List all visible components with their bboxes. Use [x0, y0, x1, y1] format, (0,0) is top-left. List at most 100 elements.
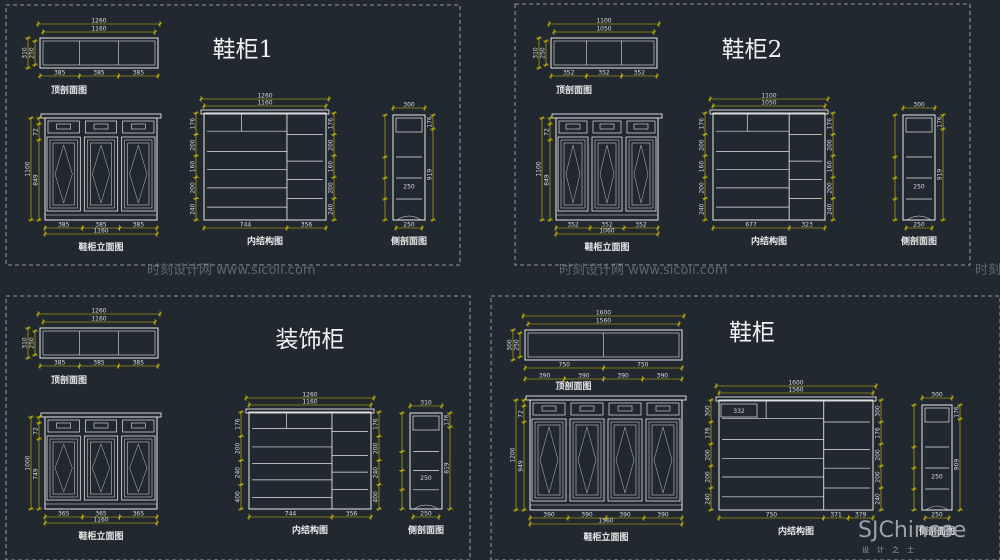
cabinet-door: [625, 136, 657, 212]
cabinet-door: [591, 136, 623, 212]
side-top-dim: 300: [391, 102, 427, 111]
dimension-label: 390: [543, 512, 555, 519]
side-left-dims: [911, 403, 917, 512]
dimension-label: 176: [875, 427, 882, 439]
dimension-label: 352: [634, 70, 646, 77]
elevation-caption: 鞋柜立面图: [584, 241, 629, 253]
dimension-label: 385: [93, 70, 105, 77]
dimension-label: 400: [235, 491, 242, 503]
panel-title: 鞋柜1: [213, 37, 274, 63]
dimension-label: 400: [373, 491, 380, 503]
elevation-height-dim: 1000: [25, 415, 34, 511]
interior-inner-dim: 1160: [202, 100, 328, 109]
dimension-label: 1060: [599, 228, 614, 235]
dimension-label: 200: [373, 442, 380, 454]
elevation-total-dim: 1560: [528, 518, 684, 527]
dimension-label: 385: [54, 70, 66, 77]
dimension-label: 200: [705, 471, 712, 483]
elevation-total-dim: 1160: [43, 517, 159, 526]
elevation-height-dim: 1200: [510, 398, 519, 512]
dimension-label: 750: [766, 512, 778, 519]
interior-top: [709, 109, 829, 115]
top-view-depth-dim: 310: [22, 36, 31, 70]
panel-title: 鞋柜: [729, 320, 775, 346]
dimension-label: 200: [235, 442, 242, 454]
dimension-label: 176: [827, 118, 834, 130]
dimension-label: 250: [913, 222, 925, 229]
top-view-inner-dim: 1560: [526, 318, 681, 327]
dimension-label: 365: [95, 511, 107, 518]
dimension-label: 1160: [302, 399, 317, 406]
dimension-label: 1600: [596, 310, 611, 317]
dimension-label: 1100: [25, 161, 32, 176]
drawer: [608, 402, 642, 416]
dimension-label: 1560: [598, 518, 613, 525]
interior-box-label: 332: [733, 408, 745, 415]
side-top-dim: 300: [901, 102, 937, 111]
dimension-label: 919: [427, 169, 434, 181]
dimension-label: 365: [133, 511, 145, 518]
dimension-label: 744: [240, 222, 252, 229]
dimension-label: 160: [699, 161, 706, 173]
dimension-label: 677: [745, 222, 757, 229]
side-bottom-dim: 250: [411, 511, 441, 520]
interior-overall-dim: 1100: [708, 93, 830, 102]
dimension-label: 200: [875, 471, 882, 483]
dimension-label: 750: [637, 362, 649, 369]
dimension-label: 1200: [510, 447, 517, 462]
drawer: [570, 402, 604, 416]
top-view-inner-depth-dim: 250: [540, 39, 549, 67]
cabinet-door: [83, 435, 119, 501]
drawer-handle: [655, 405, 671, 412]
drawer-handle: [579, 405, 595, 412]
side-drawer: [395, 117, 423, 133]
top-view-overall-dim: 1260: [36, 18, 162, 27]
cabinet-door: [645, 418, 681, 502]
panel-frame-4: [490, 295, 1000, 560]
dimension-label: 200: [827, 182, 834, 194]
side-caption: 侧剖面图: [391, 235, 427, 247]
dimension-label: 250: [29, 47, 36, 59]
dimension-label: 1100: [596, 18, 611, 25]
side-caption: 侧剖面图: [919, 525, 955, 537]
dimension-label: 819: [444, 462, 451, 474]
dimension-label: 352: [635, 222, 647, 229]
dimension-label: 390: [619, 512, 631, 519]
interior-overall-dim: 1260: [244, 392, 376, 401]
dimension-label: 385: [58, 222, 70, 229]
dimension-label: 356: [346, 511, 358, 518]
panel-frame-1: [5, 4, 461, 266]
drawer: [592, 120, 622, 134]
dimension-label: 176: [190, 118, 197, 130]
dimension-label: 1260: [91, 18, 106, 25]
drawer-handle: [541, 405, 557, 412]
dimension-label: 240: [328, 203, 335, 215]
dimension-label: 352: [563, 70, 575, 77]
side-left-dims: [382, 113, 388, 222]
side-left-dims: [892, 113, 898, 222]
side-bottom-dim: 250: [904, 222, 934, 231]
dimension-label: 1160: [93, 517, 108, 524]
drawer-handle: [93, 123, 109, 130]
interior-overall-dim: 1600: [714, 380, 878, 389]
interior-top: [245, 408, 375, 414]
watermark-1: 时刻设计网 www.sicoli.com: [147, 263, 316, 278]
dimension-label: 300: [875, 405, 882, 417]
top-view-inner-dim: 1160: [41, 26, 157, 35]
dimension-label: 240: [827, 203, 834, 215]
dimension-label: 200: [705, 449, 712, 461]
dimension-label: 909: [954, 459, 961, 471]
dimension-label: 1000: [25, 455, 32, 470]
drawer-handle: [617, 405, 633, 412]
dimension-label: 176: [699, 118, 706, 130]
